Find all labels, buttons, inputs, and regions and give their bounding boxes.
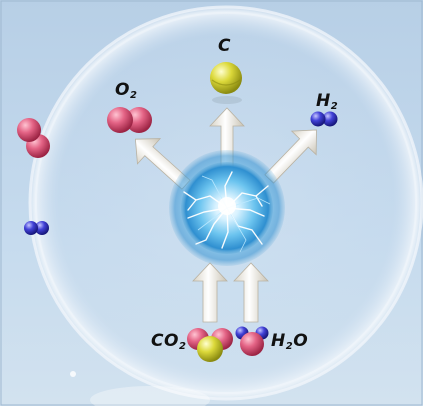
arrow-to-h2 <box>264 129 317 184</box>
o2-molecule-outside <box>17 118 50 158</box>
arrow-from-co2 <box>192 262 228 323</box>
label-co2: CO2 <box>151 331 187 352</box>
label-o2: O2 <box>115 80 138 101</box>
plasma-ball <box>169 150 285 266</box>
bubble-ring <box>28 5 423 401</box>
label-h2o: H2O <box>271 331 309 352</box>
o2-molecule <box>107 107 152 133</box>
label-h2: H2 <box>316 91 339 112</box>
label-c: C <box>218 36 231 56</box>
sparkle <box>70 371 76 377</box>
bottom-glow <box>90 386 210 410</box>
arrow-from-h2o <box>233 262 269 323</box>
h2-molecule-outside <box>24 221 49 235</box>
h2o-molecule <box>235 326 269 356</box>
bubble-ring-inner <box>35 12 417 394</box>
carbon-molecule <box>210 62 242 104</box>
h2-molecule <box>310 111 338 127</box>
co2-molecule <box>187 328 233 362</box>
